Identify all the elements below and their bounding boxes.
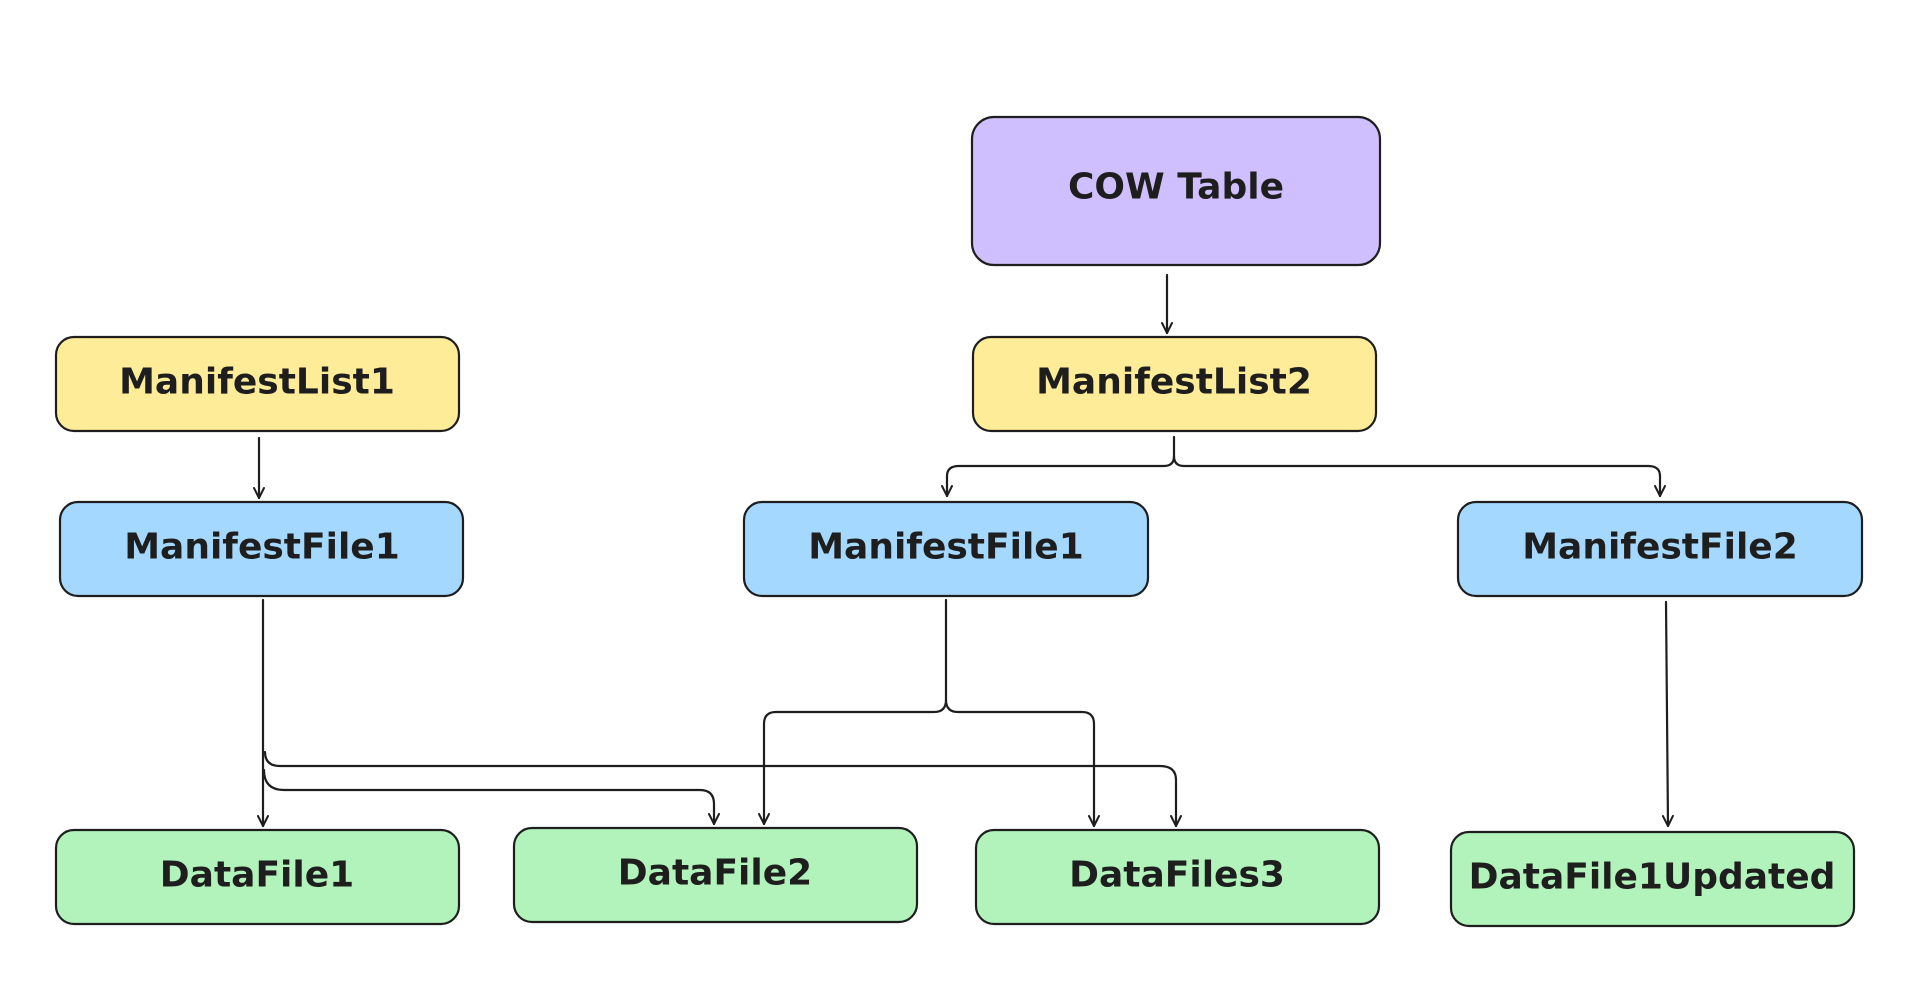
edge-manifest-list-2-to-manifest-file-2 (1172, 454, 1666, 498)
edge-manifest-file-1-mid-to-data-files-3 (944, 698, 1100, 828)
edge-manifest-file-1-mid-to-data-file-2 (758, 598, 948, 826)
node-label: ManifestList1 (119, 362, 395, 403)
node-data-file-1-updated[interactable]: DataFile1Updated (1449, 830, 1856, 928)
edge-manifest-file-1-left-to-data-file-2 (262, 768, 720, 826)
node-label: COW Table (1068, 167, 1284, 208)
node-data-files-3[interactable]: DataFiles3 (974, 828, 1381, 926)
node-cow-table[interactable]: COW Table (970, 115, 1382, 267)
edge-manifest-list-2-to-manifest-file-1-mid (941, 435, 1176, 498)
node-label: ManifestList2 (1036, 362, 1312, 403)
node-manifest-file-1-left[interactable]: ManifestFile1 (58, 500, 465, 598)
nodes: COW Table ManifestList1 ManifestList2 Ma… (54, 115, 1864, 928)
node-data-file-1[interactable]: DataFile1 (54, 828, 461, 926)
node-manifest-file-2[interactable]: ManifestFile2 (1456, 500, 1864, 598)
node-manifest-file-1-mid[interactable]: ManifestFile1 (742, 500, 1150, 598)
edge-manifest-file-1-left-to-data-files-3 (263, 750, 1182, 828)
node-label: ManifestFile1 (124, 527, 400, 568)
edges (253, 273, 1674, 828)
node-manifest-list-1[interactable]: ManifestList1 (54, 335, 461, 433)
node-data-file-2[interactable]: DataFile2 (512, 826, 919, 924)
node-label: ManifestFile2 (1522, 527, 1798, 568)
node-label: DataFile1Updated (1469, 857, 1836, 898)
edge-manifest-file-2-to-data-file-1-updated (1661, 600, 1674, 828)
node-label: DataFiles3 (1069, 855, 1285, 896)
node-label: DataFile2 (618, 853, 812, 894)
node-label: DataFile1 (160, 855, 354, 896)
node-label: ManifestFile1 (808, 527, 1084, 568)
node-manifest-list-2[interactable]: ManifestList2 (971, 335, 1378, 433)
